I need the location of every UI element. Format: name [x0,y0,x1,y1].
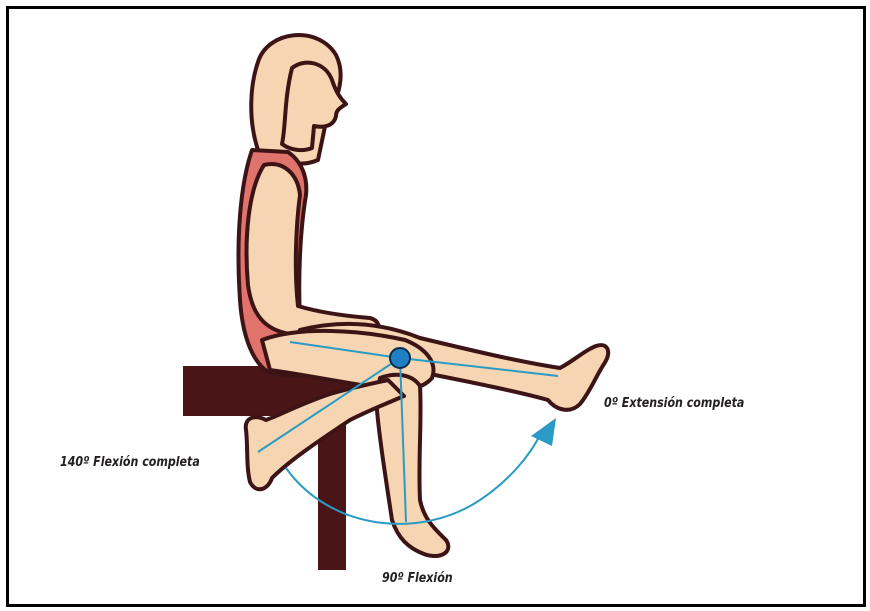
label-flexion-90: 90º Flexión [382,571,453,586]
knee-joint-marker [390,348,410,368]
label-extension: 0º Extensión completa [604,396,744,411]
label-full-flexion: 140º Flexión completa [60,455,200,470]
arrow-head [531,418,556,446]
arm [247,164,379,336]
